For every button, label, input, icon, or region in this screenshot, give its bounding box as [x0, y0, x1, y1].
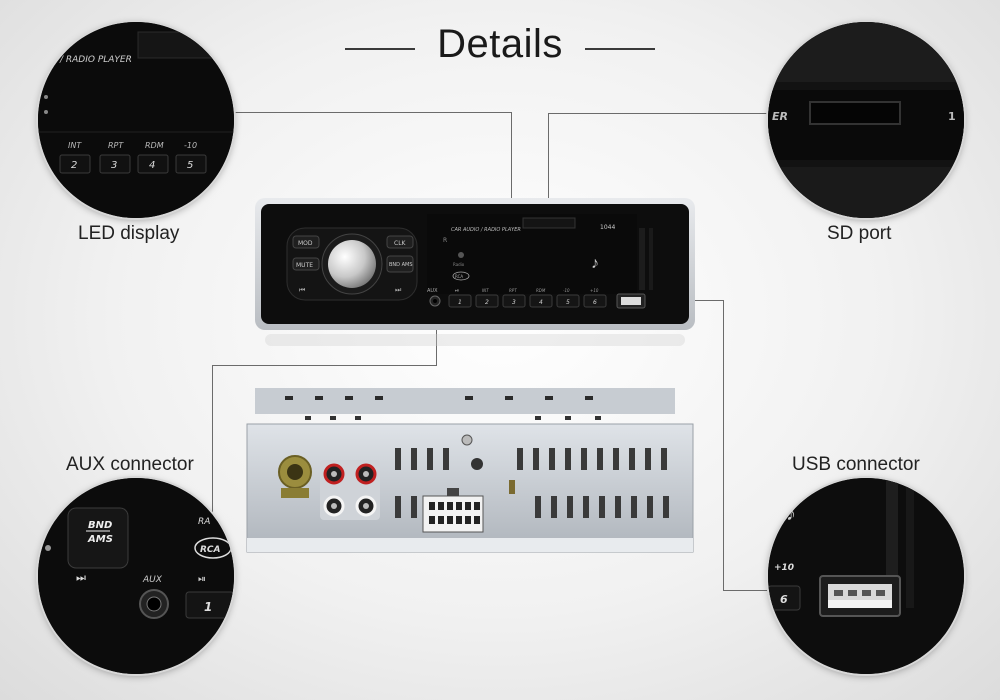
- aux-leader-h: [212, 365, 437, 366]
- sd-slot[interactable]: [522, 217, 576, 229]
- preset-button-5[interactable]: [556, 294, 580, 308]
- prev-icon[interactable]: ⏮: [299, 287, 305, 294]
- row-label: INT: [482, 288, 489, 293]
- preset-label: 6: [593, 299, 597, 306]
- rca-text: RCA: [455, 274, 463, 279]
- sd-port-label: SD port: [827, 223, 892, 244]
- usb-leader-v: [723, 300, 724, 590]
- play-pause-icon: ⏯: [455, 288, 459, 294]
- preset-button-1[interactable]: [448, 294, 472, 308]
- preset-label: 3: [512, 299, 516, 306]
- mod-button[interactable]: [292, 235, 320, 249]
- music-icon: ♪: [591, 255, 599, 272]
- aux-zoom-ra: RA: [198, 517, 210, 527]
- led-zoom-row-label: RPT: [108, 141, 124, 150]
- preset-label: 4: [539, 299, 543, 306]
- led-zoom-row-label: INT: [68, 141, 82, 150]
- sd-zoom-left-text: ER: [772, 110, 788, 123]
- usb-zoom-preset: 6: [780, 593, 788, 606]
- sd-zoom-right-text: 1: [948, 110, 956, 123]
- page-title: Details: [437, 22, 563, 66]
- led-zoom-preset: 5: [187, 160, 193, 171]
- led-zoom-preset: 3: [111, 160, 117, 171]
- aux-connector-label: AUX connector: [66, 454, 194, 475]
- bnd-ams-label: BND AMS: [389, 262, 413, 268]
- aux-leader-v: [436, 305, 437, 365]
- rca-outputs: [320, 460, 380, 520]
- bnd-ams-button[interactable]: [386, 255, 414, 273]
- sd-port-zoom: ER 1: [768, 22, 964, 218]
- row-label: +10: [590, 288, 599, 293]
- aux-zoom-next-icon: ⏭: [76, 572, 86, 584]
- svg-text:R: R: [443, 237, 447, 244]
- led-zoom-preset: 4: [149, 160, 155, 171]
- car-stereo-front: MOD CLK MUTE BND AMS ⏮ ⏭ CAR AUDIO / RAD…: [255, 198, 700, 353]
- mute-button-label: MUTE: [296, 262, 313, 269]
- led-zoom-row-label: RDM: [145, 141, 164, 150]
- aux-zoom-bnd: BND: [88, 520, 112, 531]
- led-leader-v: [511, 112, 512, 224]
- radio-text: Radio: [453, 262, 465, 267]
- aux-zoom-ams: AMS: [87, 534, 113, 545]
- preset-button-4[interactable]: [529, 294, 553, 308]
- preset-label: 2: [485, 299, 489, 306]
- preset-button-3[interactable]: [502, 294, 526, 308]
- aux-zoom-aux-text: AUX: [142, 575, 163, 585]
- aux-leader-v2: [212, 365, 213, 530]
- title-rule-right: [585, 48, 655, 50]
- row-label: RPT: [509, 288, 517, 293]
- preset-label: 5: [566, 299, 570, 306]
- led-zoom-preset: 2: [71, 160, 77, 171]
- led-zoom-header: / RADIO PLAYER: [59, 55, 132, 65]
- clk-button-label: CLK: [394, 240, 407, 247]
- led-display-label: LED display: [78, 223, 180, 244]
- sd-leader-v: [548, 113, 549, 223]
- model-number: 1044: [600, 224, 615, 231]
- row-label: -10: [563, 288, 570, 293]
- usb-zoom-label: +10: [774, 563, 794, 573]
- usb-connector-label: USB connector: [792, 454, 920, 475]
- usb-leader-h2: [723, 590, 773, 591]
- aux-connector-zoom: BND AMS RA RCA ⏭ AUX ⏯ 1: [38, 478, 234, 674]
- aux-label: AUX: [427, 288, 438, 294]
- preset-button-2[interactable]: [475, 294, 499, 308]
- title-rule-left: [345, 48, 415, 50]
- sd-leader-h: [548, 113, 770, 114]
- wiring-harness-connector: [422, 495, 484, 533]
- led-display-zoom: / RADIO PLAYER INT RPT RDM -10 2 3 4 5: [38, 22, 234, 218]
- clk-button[interactable]: [386, 235, 414, 249]
- mod-button-label: MOD: [298, 240, 313, 247]
- aux-zoom-play-icon: ⏯: [198, 574, 206, 585]
- mute-button[interactable]: [292, 257, 320, 271]
- aux-zoom-rca: RCA: [200, 545, 221, 555]
- usb-connector-zoom: ♪ +10 6: [768, 478, 964, 674]
- led-leader-h: [230, 112, 512, 113]
- row-label: RDM: [536, 288, 546, 293]
- aux-zoom-preset: 1: [204, 600, 212, 614]
- led-zoom-row-label: -10: [184, 141, 197, 150]
- music-note-icon: ♪: [786, 503, 796, 525]
- volume-knob[interactable]: [328, 240, 376, 288]
- car-stereo-back: [245, 388, 695, 563]
- preset-label: 1: [458, 299, 462, 306]
- next-icon[interactable]: ⏭: [395, 287, 402, 294]
- preset-button-6[interactable]: [583, 294, 607, 308]
- brand-text: CAR AUDIO / RADIO PLAYER: [451, 227, 521, 233]
